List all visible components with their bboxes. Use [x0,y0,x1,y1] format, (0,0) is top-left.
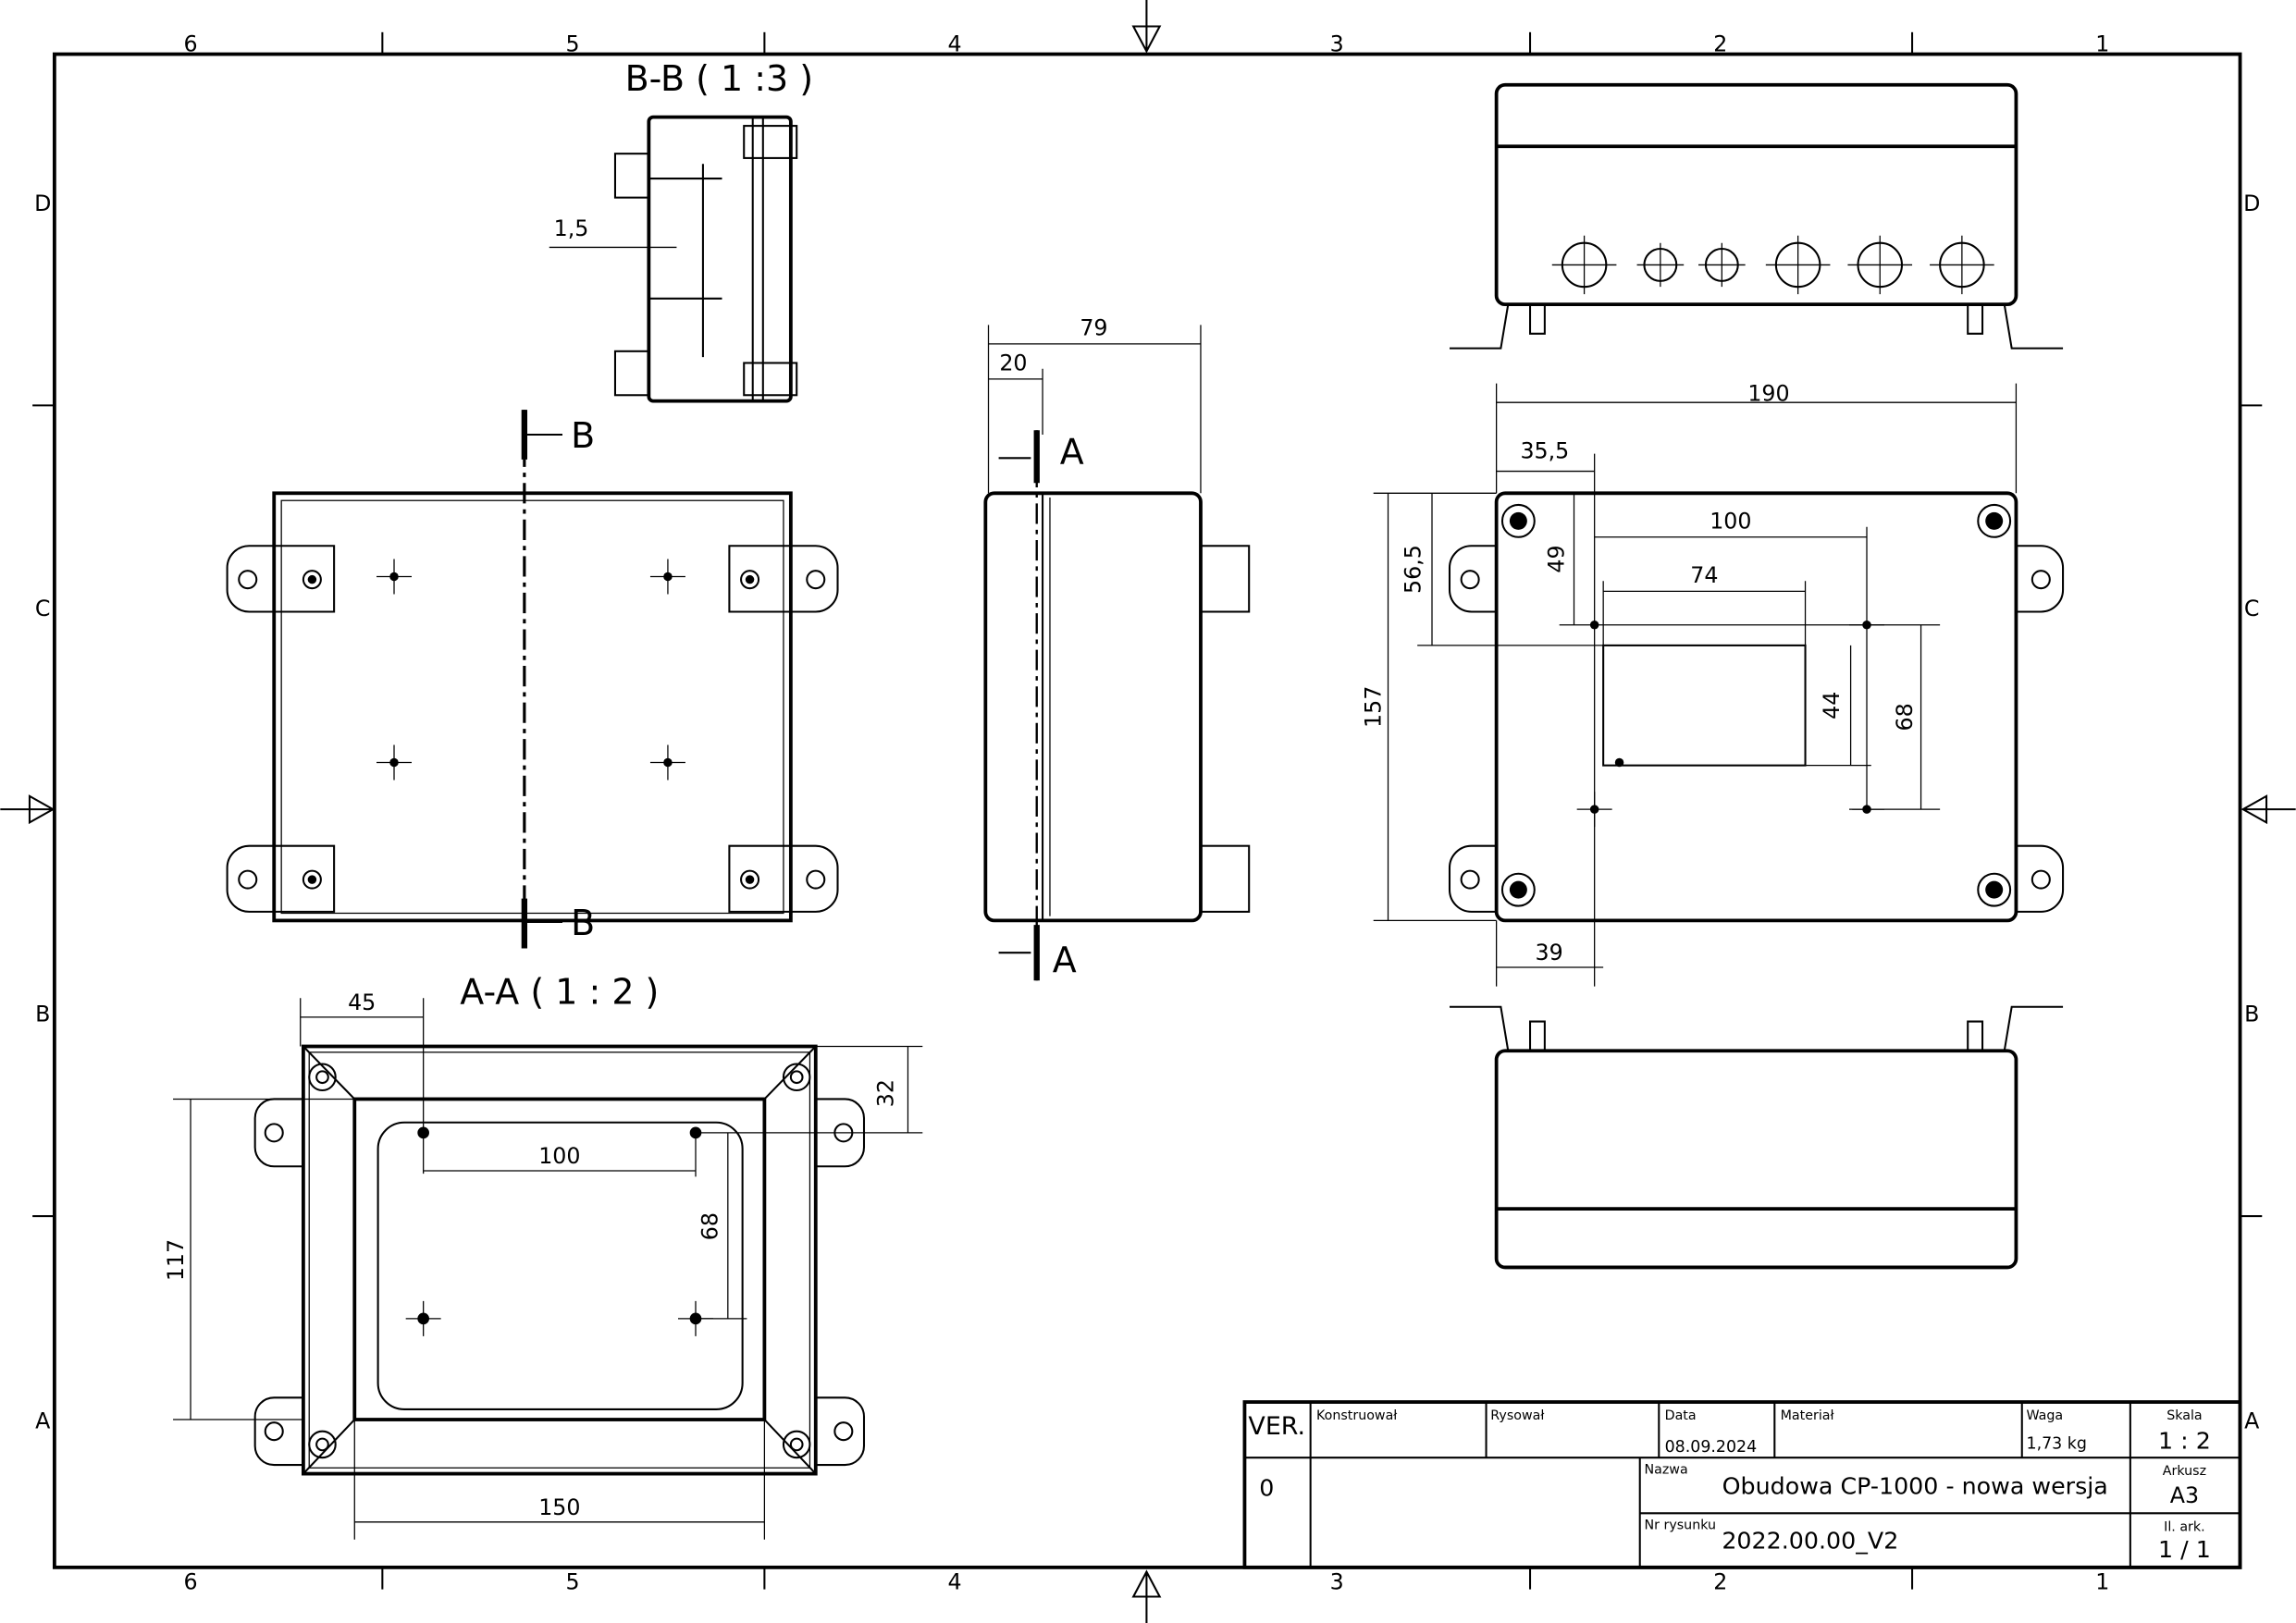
ver-label: VER. [1248,1412,1305,1441]
col-label: 5 [566,1569,580,1595]
row-label: B [35,1002,50,1027]
data-value: 08.09.2024 [1665,1438,1758,1457]
col-label: 4 [948,1569,962,1595]
col-label: 5 [566,31,580,56]
dim-117: 117 [163,1239,189,1281]
dim-100: 100 [1710,508,1751,534]
col-label: 6 [183,31,197,56]
dim-20: 20 [999,350,1027,375]
dim-79: 79 [1080,314,1107,340]
plan-view: 190 35,5 100 74 56,5 49 157 44 68 39 [1361,381,2065,987]
dim-157: 157 [1361,686,1387,728]
rysowal-label: Rysował [1490,1408,1545,1423]
title-block: VER. 0 Konstruował Rysował Data 08.09.20… [1242,1400,2242,1569]
row-label: C [35,596,51,621]
dim-190: 190 [1747,381,1789,407]
section-bb-title: B-B ( 1 :3 ) [625,58,813,99]
cut-label-b-bottom: B [571,903,595,943]
dim-56-5: 56,5 [1400,545,1426,594]
dim-35-5: 35,5 [1520,437,1569,463]
waga-label: Waga [2027,1408,2064,1423]
ver-value: 0 [1259,1473,1274,1501]
cut-label-b-top: B [571,415,595,456]
dim-68-aa: 68 [697,1212,723,1240]
nr-rysunku-value: 2022.00.00_V2 [1722,1526,1898,1554]
data-label: Data [1665,1408,1697,1423]
dim-45: 45 [348,990,376,1015]
arkusz-label: Arkusz [2163,1464,2206,1479]
side-view: A A 79 20 [983,314,1251,981]
nazwa-value: Obudowa CP-1000 - nowa wersja [1722,1472,2108,1500]
nazwa-label: Nazwa [1644,1463,1687,1478]
il-ark-value: 1 / 1 [2158,1535,2211,1563]
dim-150: 150 [538,1494,580,1520]
row-labels: D C B A D C B A [34,191,2260,1434]
row-label: A [2244,1408,2260,1434]
front-view-top [1449,82,2064,350]
waga-value: 1,73 kg [2027,1435,2087,1454]
col-label: 2 [1713,31,1727,56]
dim-100-aa: 100 [538,1143,580,1169]
dim-68: 68 [1892,703,1918,731]
col-label: 1 [2095,1569,2109,1595]
column-labels-top: 6 5 4 3 2 1 [183,31,2109,56]
arkusz-value: A3 [2170,1482,2199,1508]
dim-32: 32 [873,1079,899,1107]
col-label: 2 [1713,1569,1727,1595]
col-label: 3 [1330,31,1344,56]
cut-label-a-bottom: A [1053,940,1077,980]
cut-label-a-top: A [1060,432,1084,473]
row-label: D [2243,191,2260,216]
row-label: A [35,1408,51,1434]
col-label: 3 [1330,1569,1344,1595]
dim-74: 74 [1690,562,1718,588]
section-bb-view: B-B ( 1 :3 ) 1,5 [549,58,813,403]
column-labels-bottom: 6 5 4 3 2 1 [183,1569,2109,1595]
skala-label: Skala [2166,1408,2202,1423]
col-label: 4 [948,31,962,56]
col-label: 6 [183,1569,197,1595]
row-label: C [2244,596,2260,621]
dim-39: 39 [1536,940,1563,965]
material-label: Materiał [1781,1408,1835,1423]
section-aa-title: A-A ( 1 : 2 ) [460,972,659,1013]
konstruowal-label: Konstruował [1316,1408,1398,1423]
top-view: B B [226,410,839,949]
col-label: 1 [2095,31,2109,56]
row-label: D [34,191,51,216]
dim-49: 49 [1543,545,1569,572]
il-ark-label: Il. ark. [2164,1519,2205,1534]
dim-1-5: 1,5 [554,215,589,241]
dim-44: 44 [1819,692,1845,719]
nr-rysunku-label: Nr rysunku [1644,1518,1716,1533]
skala-value: 1 : 2 [2158,1427,2211,1455]
row-label: B [2244,1002,2259,1027]
section-aa-view: A-A ( 1 : 2 ) 45 32 100 68 117 150 [163,972,923,1540]
front-view-bottom [1449,1005,2064,1270]
